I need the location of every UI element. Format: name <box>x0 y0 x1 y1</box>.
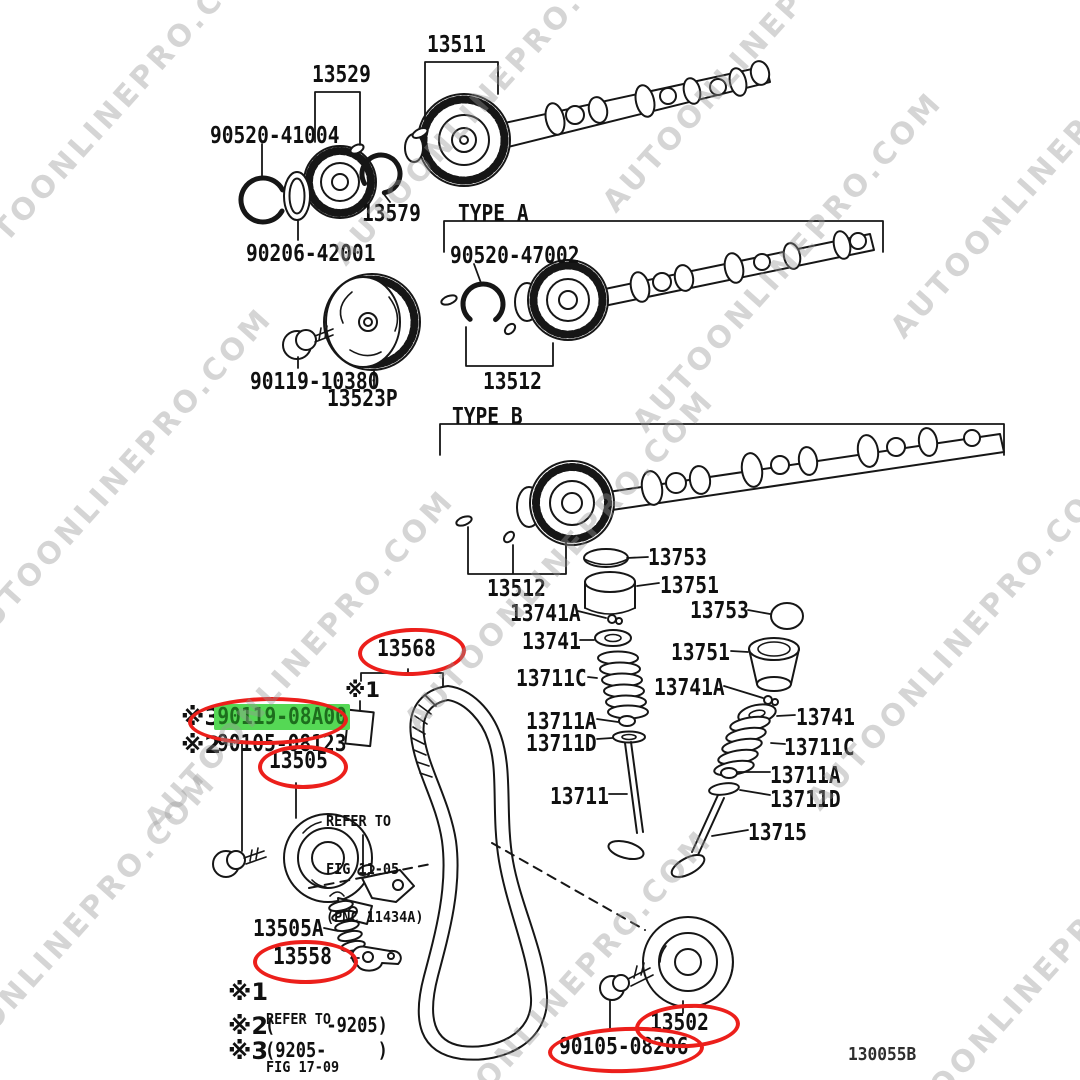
label-13568: 13568 <box>377 636 436 662</box>
note-1-text: REFER TO FIG 17-09 <box>266 979 339 1080</box>
note-3-text: (9205- ) <box>265 1038 388 1062</box>
valve-train-outer-drawing <box>670 602 804 879</box>
label-13741A-outer: 13741A <box>654 675 725 701</box>
timing-belt-drawing <box>409 685 549 1061</box>
label-13753-outer: 13753 <box>690 598 749 624</box>
label-type-a: TYPE A <box>458 201 529 227</box>
refer-line-3: (PNC 11434A) <box>326 908 424 926</box>
label-13741-inner: 13741 <box>522 629 581 655</box>
label-13711C-outer: 13711C <box>784 735 855 761</box>
label-13715: 13715 <box>748 820 807 846</box>
refer-line-2: FIG 11-05 <box>326 860 400 878</box>
label-90119-10380: 90119-10380 <box>250 369 380 395</box>
label-13523P: 13523P <box>327 386 398 412</box>
label-13505A: 13505A <box>253 916 324 942</box>
label-90119-08A00: 90119-08A00 <box>214 704 351 730</box>
red-circle-13558 <box>253 940 358 984</box>
note-2-marker: ※2 <box>228 1012 269 1040</box>
label-13711C-inner: 13711C <box>516 666 587 692</box>
note-1-line-1: REFER TO <box>266 1010 332 1028</box>
label-13741A-inner: 13741A <box>510 601 581 627</box>
marker-1-belt: ※1 <box>345 678 381 702</box>
camshaft-type-b-drawing <box>455 427 1005 546</box>
label-13579: 13579 <box>362 201 421 227</box>
label-type-b: TYPE B <box>452 404 523 430</box>
leader-lines <box>241 61 1005 1030</box>
label-13512-type-a: 13512 <box>483 369 542 395</box>
label-90520-47002: 90520-47002 <box>450 243 580 269</box>
label-13711A-inner: 13711A <box>526 709 597 735</box>
idler-13502-drawing <box>599 916 734 1008</box>
label-13711D-outer: 13711D <box>770 787 841 813</box>
label-13511: 13511 <box>427 32 486 58</box>
tensioner-13505-drawing <box>212 708 415 972</box>
label-90105-08206: 90105-08206 <box>559 1034 689 1060</box>
label-13502: 13502 <box>650 1010 709 1036</box>
label-13711: 13711 <box>550 784 609 810</box>
label-13529: 13529 <box>312 62 371 88</box>
gear-13529-drawing <box>238 143 403 225</box>
label-13751-outer: 13751 <box>671 640 730 666</box>
label-90520-41004: 90520-41004 <box>210 123 340 149</box>
label-13711D-inner: 13711D <box>526 731 597 757</box>
refer-line-1: REFER TO <box>326 812 392 830</box>
camshaft-type-a-drawing <box>440 230 875 341</box>
note-1-marker: ※1 <box>228 978 269 1006</box>
cam-pulley-13523P-drawing <box>282 273 421 371</box>
note-1-line-2: FIG 17-09 <box>266 1058 340 1076</box>
red-circle-13505 <box>258 745 348 789</box>
green-highlight: 90119-08A00 <box>214 704 351 730</box>
label-13753-inner: 13753 <box>648 545 707 571</box>
figure-code: 130055B <box>848 1044 917 1065</box>
label-13751-inner: 13751 <box>660 573 719 599</box>
note-2-text: ( -9205) <box>265 1013 388 1037</box>
valve-train-inner-drawing <box>583 548 649 861</box>
camshaft-13511-drawing <box>404 60 771 187</box>
marker-2: ※2 <box>181 731 222 759</box>
label-90206-42001: 90206-42001 <box>246 241 376 267</box>
label-13741-outer: 13741 <box>796 705 855 731</box>
label-13512-type-b: 13512 <box>487 576 546 602</box>
refer-fig-11-05-block: REFER TO FIG 11-05 (PNC 11434A) <box>326 781 424 957</box>
label-13711A-outer: 13711A <box>770 763 841 789</box>
note-3-marker: ※3 <box>228 1037 269 1065</box>
